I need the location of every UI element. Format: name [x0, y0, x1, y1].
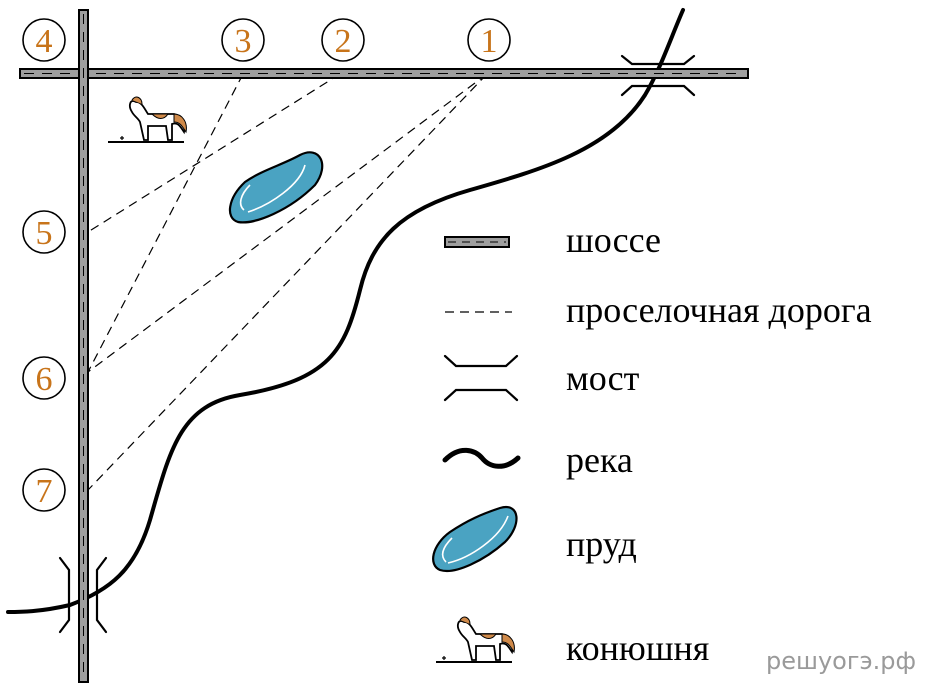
marker-3: 3 [221, 18, 265, 62]
legend-river-label: река [566, 440, 633, 480]
legend-river-symbol [442, 447, 521, 469]
legend-pond-label: пруд [566, 524, 637, 564]
legend-stable-label: конюшня [566, 628, 709, 668]
dirt-road-2-5 [87, 73, 341, 233]
dirt-road-1-6 [87, 73, 488, 373]
marker-7-label: 7 [36, 473, 53, 510]
marker-2-label: 2 [335, 23, 352, 60]
legend: шоссе проселочная дорога мост река пруд [432, 220, 872, 668]
bridge-bottom-left [58, 556, 108, 634]
dirt-roads [87, 73, 488, 491]
marker-6: 6 [22, 356, 66, 400]
horse-icon [108, 96, 187, 143]
legend-horse-icon [436, 616, 515, 663]
marker-7: 7 [22, 468, 66, 512]
marker-1-label: 1 [481, 23, 498, 60]
marker-4-label: 4 [36, 23, 53, 60]
dirt-road-3-6 [87, 73, 244, 373]
pond-icon [228, 151, 324, 224]
marker-5: 5 [22, 210, 66, 254]
marker-3-label: 3 [235, 23, 252, 60]
marker-2: 2 [321, 18, 365, 62]
river [6, 8, 685, 614]
marker-5-label: 5 [36, 215, 53, 252]
marker-6-label: 6 [36, 361, 53, 398]
legend-pond-symbol [432, 505, 518, 573]
legend-highway-symbol [444, 236, 510, 248]
marker-1: 1 [467, 18, 511, 62]
legend-dirt-road-label: проселочная дорога [566, 290, 872, 330]
dirt-road-1-7 [87, 73, 488, 491]
legend-bridge-label: мост [566, 358, 640, 398]
legend-highway-label: шоссе [566, 220, 661, 260]
marker-4: 4 [22, 18, 66, 62]
bridge-top-right [620, 54, 696, 97]
watermark: решуогэ.рф [766, 647, 916, 675]
legend-bridge-symbol [443, 354, 519, 402]
